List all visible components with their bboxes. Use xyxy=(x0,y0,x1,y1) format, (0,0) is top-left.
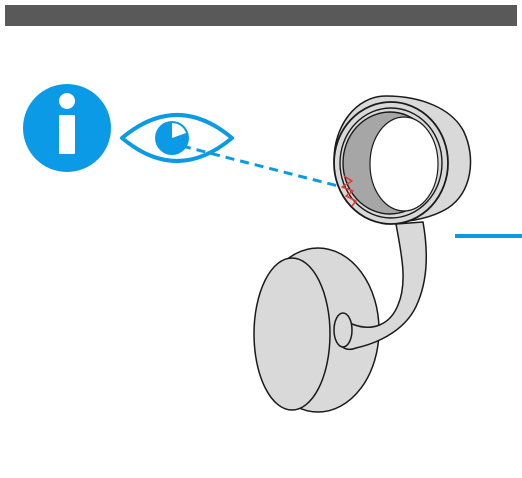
arm-socket xyxy=(333,312,353,348)
ring-opening xyxy=(369,116,439,212)
crack-mark-icon xyxy=(341,175,357,207)
wall-plate-face xyxy=(253,257,331,411)
wall-mount-fixture xyxy=(253,95,472,413)
ring-rim-line xyxy=(339,107,443,219)
info-icon xyxy=(23,84,111,172)
sight-line xyxy=(181,144,347,190)
eye-icon xyxy=(120,113,234,163)
header-bar xyxy=(5,5,517,26)
